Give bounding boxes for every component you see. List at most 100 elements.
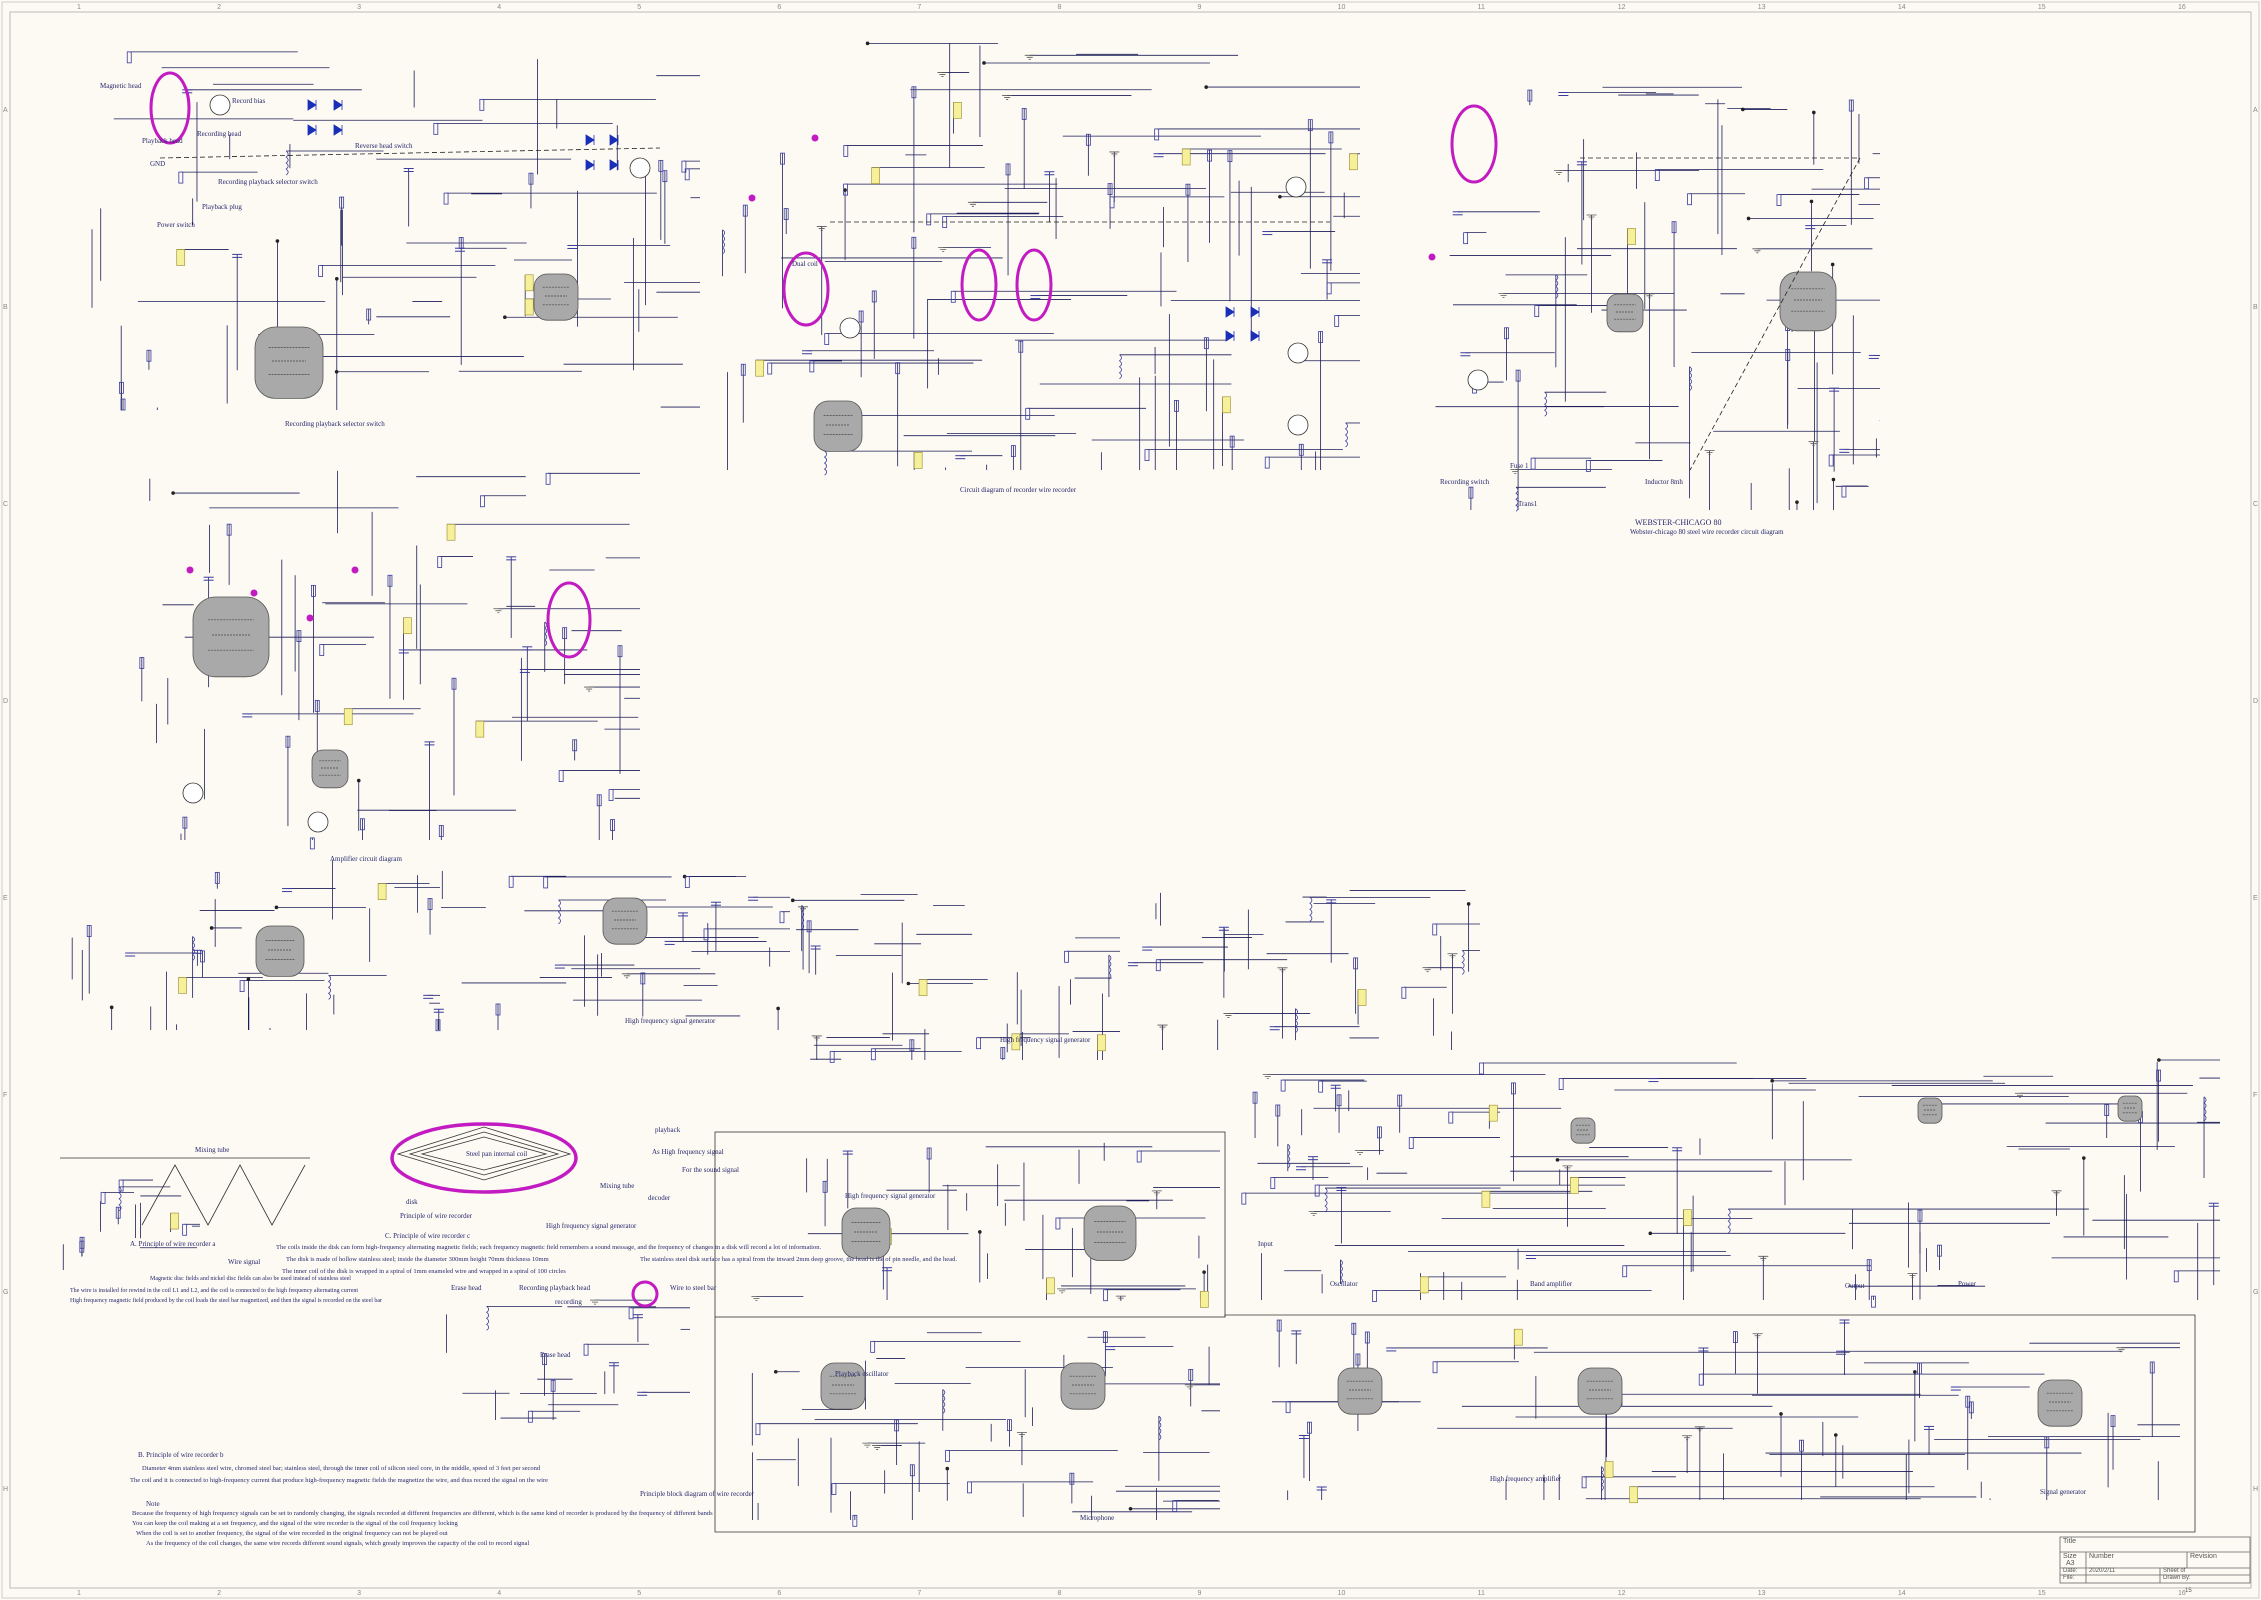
inductor-symbol (1108, 954, 1112, 980)
frame-column-label: 2 (217, 1590, 221, 1597)
ground-icon (1355, 1150, 1366, 1156)
resistor-symbol (1010, 445, 1016, 457)
resistor-symbol (1185, 183, 1191, 196)
resistor-symbol (479, 98, 485, 111)
label-dual-coil: Dual coil (792, 260, 818, 268)
ground-icon (1422, 967, 1433, 973)
sheet-label: Sheet of (2163, 1568, 2186, 1574)
junction-dot (978, 1230, 982, 1234)
junction-dot (1202, 1270, 1206, 1274)
resistor-symbol (824, 333, 830, 345)
frame-row-label: B (3, 303, 8, 311)
resistor-symbol (572, 739, 578, 752)
resistor-symbol (1227, 150, 1233, 163)
junction-dot (209, 926, 214, 930)
ground-icon (590, 1299, 601, 1305)
junction-dot (982, 61, 986, 65)
resistor-symbol (1203, 337, 1209, 350)
junction-dot (1746, 216, 1751, 221)
frame-row-label: D (2253, 697, 2259, 705)
ground-icon (872, 1445, 883, 1450)
meter-icon (307, 811, 329, 833)
vacuum-tube-icon (1060, 1362, 1106, 1410)
tube-electrode (1346, 1380, 1374, 1400)
resistor-symbol (226, 523, 232, 536)
resistor-symbol (829, 1050, 835, 1063)
junction-dot (1128, 1506, 1133, 1511)
inductor-symbol (191, 936, 196, 961)
note-3: When the coil is set to another frequenc… (136, 1530, 448, 1537)
label-power-switch: Power switch (157, 221, 195, 229)
resistor-symbol (1468, 486, 1474, 499)
resistor-symbol (976, 1037, 982, 1050)
number-label: Number (2089, 1553, 2114, 1560)
frame-column-label: 5 (637, 1590, 642, 1597)
resistor-symbol (120, 398, 126, 411)
resistor-symbol (809, 360, 815, 373)
resistor-symbol (1085, 133, 1091, 146)
disk-coil-spiral (396, 1126, 572, 1181)
highlight-dot (351, 566, 359, 574)
junction-dot (275, 239, 280, 243)
frame-row-label: H (2253, 1485, 2259, 1493)
ground-icon (1016, 1432, 1027, 1437)
resistor-symbol (285, 735, 291, 748)
resistor-symbol (1276, 1319, 1282, 1332)
resistor-symbol (1109, 196, 1115, 209)
resistor-symbol (2173, 1270, 2179, 1283)
resistor-symbol (1864, 177, 1869, 190)
frame-column-label: 1 (77, 1590, 81, 1597)
inductor-symbol (1600, 1466, 1604, 1491)
resistor-symbol (1871, 1295, 1876, 1308)
connector-symbol (176, 249, 186, 266)
junction-dot (171, 491, 175, 495)
label-magnetic-head: Magnetic head (100, 82, 142, 90)
resistor-symbol (1252, 1091, 1258, 1104)
meter-icon (1467, 369, 1489, 391)
tube-electrode (1614, 304, 1636, 320)
note-title: Note (146, 1500, 160, 1508)
resistor-symbol (1326, 282, 1332, 295)
frame-row-label: A (2253, 106, 2258, 114)
frame-row-label: C (2253, 500, 2259, 508)
label-rec-play-head: Recording playback head (519, 1284, 591, 1292)
revision-label: Revision (2190, 1553, 2217, 1560)
junction-dot (945, 1466, 950, 1471)
resistor-symbol (2104, 1104, 2110, 1116)
ground-icon (1262, 1074, 1273, 1080)
ground-icon (1002, 95, 1013, 100)
junction-dot (334, 277, 339, 281)
frame-column-label: 7 (917, 1590, 922, 1597)
inductor-symbol (1461, 950, 1465, 975)
resistor-symbol (681, 160, 687, 173)
resistor-symbol (178, 171, 184, 184)
resistor-symbol (1334, 315, 1340, 327)
meter-icon (1287, 342, 1309, 364)
size-value: A3 (2066, 1560, 2075, 1567)
tube-electrode (265, 940, 295, 960)
resistor-symbol (480, 495, 485, 508)
label-transformer: Trans1 (1518, 500, 1538, 508)
resistor-symbol (1622, 1265, 1628, 1278)
inductor-symbol (327, 975, 332, 1000)
junction-dot (843, 188, 847, 192)
resistor-symbol (740, 363, 746, 376)
diode-icon (1225, 330, 1235, 342)
resistor-symbol (640, 972, 646, 985)
connector-symbol (446, 523, 456, 541)
ground-icon (862, 1442, 873, 1448)
resistor-symbol (435, 1019, 441, 1032)
label-hf-generator: High frequency signal generator (546, 1222, 637, 1230)
inductor-symbol (801, 905, 805, 930)
ground-icon (1554, 170, 1565, 176)
label-principle-c: C. Principle of wire recorder c (385, 1232, 471, 1240)
resistor-symbol (1671, 221, 1677, 234)
label-output: Output (1845, 1282, 1865, 1290)
resistor-symbol (755, 1423, 761, 1436)
resistor-symbol (950, 290, 956, 303)
resistor-symbol (1298, 443, 1304, 456)
resistor-symbol (608, 789, 614, 801)
note-2: You can keep the coil making at a set fr… (132, 1520, 458, 1527)
resistor-symbol (126, 51, 132, 64)
resistor-symbol (684, 168, 690, 181)
